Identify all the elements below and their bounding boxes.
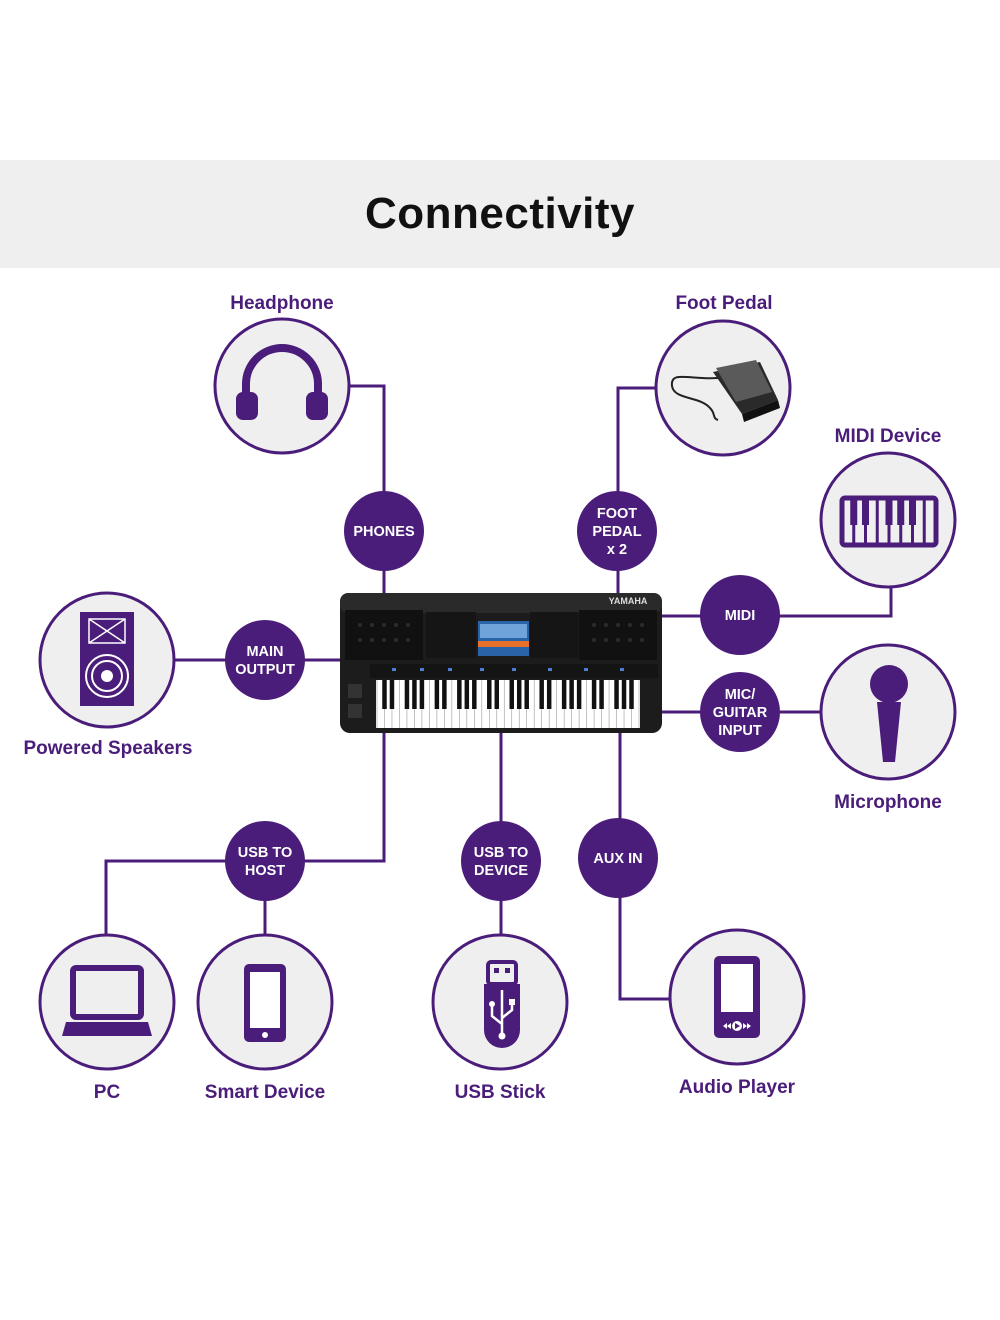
aux-in-label: AUX IN — [593, 851, 642, 867]
black-key — [382, 680, 387, 709]
port-circles — [225, 491, 780, 901]
black-key — [494, 680, 500, 709]
pc-circle — [38, 933, 176, 1071]
midi-label: MIDI — [725, 608, 756, 624]
black-key — [442, 680, 447, 709]
headphone-circle — [213, 317, 351, 455]
main-output-label-line1: MAIN — [246, 644, 283, 660]
title-banner: Connectivity — [0, 160, 1000, 268]
mic-guitar-label-line2: GUITAR — [713, 705, 768, 721]
speaker-icon — [80, 612, 134, 706]
midi-black-key — [850, 498, 858, 525]
usb-stick-label: USB Stick — [455, 1082, 546, 1103]
device-circles — [38, 317, 957, 1071]
foot-pedal-label-line2: PEDAL — [592, 524, 641, 540]
black-key — [464, 680, 470, 709]
smartphone-icon — [244, 964, 286, 1042]
midi-black-key — [885, 498, 893, 525]
powered-speakers-label: Powered Speakers — [24, 738, 193, 759]
mic-guitar-label-line1: MIC/ — [725, 687, 756, 703]
black-key — [472, 680, 477, 709]
black-key — [487, 680, 492, 709]
black-key — [629, 680, 634, 709]
black-key — [539, 680, 544, 709]
midi-black-key — [909, 498, 916, 525]
midi-black-key — [862, 498, 869, 525]
black-key — [524, 680, 529, 709]
black-key — [404, 680, 410, 709]
usb-host-label-line1: USB TO — [238, 845, 293, 861]
phones-label: PHONES — [353, 524, 415, 540]
audio-player-label: Audio Player — [679, 1077, 796, 1098]
usb-stick-icon — [484, 960, 520, 1048]
audio-player-icon — [714, 956, 760, 1038]
pc-label: PC — [94, 1082, 121, 1103]
headphone-icon — [236, 344, 328, 420]
black-key — [561, 680, 567, 709]
black-keys — [382, 680, 634, 709]
black-key — [419, 680, 425, 709]
mic-guitar-label-line3: INPUT — [718, 723, 762, 739]
microphone-icon — [870, 665, 908, 762]
black-key — [599, 680, 604, 709]
midi-black-key — [897, 498, 905, 525]
black-key — [614, 680, 619, 709]
black-key — [546, 680, 552, 709]
black-key — [569, 680, 574, 709]
usb-device-port — [461, 821, 541, 901]
usb-device-label-line1: USB TO — [474, 845, 529, 861]
foot-pedal-label-line3: x 2 — [607, 542, 627, 558]
foot-pedal-label-line1: FOOT — [597, 506, 637, 522]
midi-device-label: MIDI Device — [835, 426, 942, 447]
page-title: Connectivity — [364, 189, 636, 238]
foot-pedal-label: Foot Pedal — [675, 293, 772, 314]
headphone-label: Headphone — [230, 293, 333, 314]
foot-pedal-icon — [670, 360, 780, 422]
black-key — [457, 680, 462, 709]
usb-host-label-line2: HOST — [245, 863, 285, 879]
mic-guitar-port — [700, 672, 780, 752]
keyboard-image: YAMAHA — [340, 593, 662, 733]
main-output-port — [225, 620, 305, 700]
black-key — [516, 680, 522, 709]
midi-keyboard-icon — [839, 495, 939, 548]
black-key — [576, 680, 582, 709]
black-key — [621, 680, 627, 709]
usb-host-port — [225, 821, 305, 901]
black-key — [434, 680, 440, 709]
microphone-label: Microphone — [834, 792, 942, 813]
main-output-label-line2: OUTPUT — [235, 662, 295, 678]
smart-device-label: Smart Device — [205, 1082, 325, 1103]
midi-port — [700, 575, 780, 655]
usb-device-label-line2: DEVICE — [474, 863, 528, 879]
phones-port — [344, 491, 424, 571]
foot-pedal-circle — [654, 319, 792, 457]
foot-pedal-port — [577, 491, 657, 571]
aux-in-port — [578, 818, 658, 898]
keyboard-brand: YAMAHA — [609, 596, 648, 606]
laptop-icon — [62, 965, 152, 1036]
black-key — [591, 680, 597, 709]
black-key — [389, 680, 395, 709]
black-key — [412, 680, 417, 709]
black-key — [509, 680, 514, 709]
